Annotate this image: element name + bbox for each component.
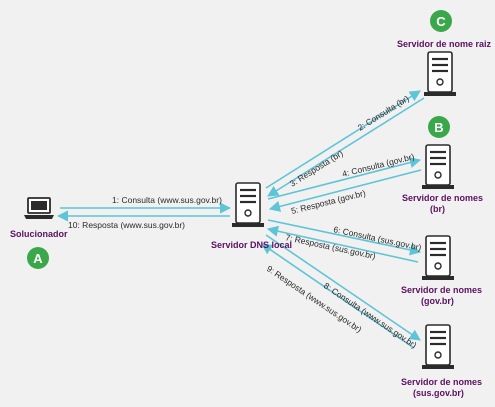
- badge-b: B: [428, 116, 450, 138]
- badge-c: C: [430, 10, 452, 32]
- message-5: 5: Resposta (gov.br): [290, 188, 367, 216]
- arrow-2: [265, 90, 421, 189]
- message-10: 10: Resposta (www.sus.gov.br): [68, 220, 185, 230]
- server-icon: [230, 181, 266, 229]
- arrow-9: [261, 243, 415, 349]
- svg-text:A: A: [33, 251, 43, 266]
- laptop-icon: [24, 197, 54, 219]
- server-icon: [420, 234, 456, 282]
- br-server-label-line1: Servidor de nomes: [402, 193, 483, 203]
- resolver-label: Solucionador: [10, 229, 68, 239]
- local-dns-label: Servidor DNS local: [211, 240, 292, 250]
- message-2: 2: Consulta (br): [356, 93, 411, 133]
- arrow-7: [266, 225, 419, 263]
- arrow-5: [268, 169, 422, 212]
- gov-br-server-label-line1: Servidor de nomes: [401, 285, 482, 295]
- svg-text:C: C: [436, 14, 446, 29]
- svg-text:B: B: [434, 120, 443, 135]
- sus-gov-br-server-label-line1: Servidor de nomes: [401, 377, 482, 387]
- arrow-8: [265, 234, 421, 341]
- sus-gov-br-server-label-line2: (sus.gov.br): [413, 388, 464, 398]
- arrow-4: [267, 157, 422, 200]
- server-icon: [420, 323, 456, 371]
- message-1: 1: Consulta (www.sus.gov.br): [112, 195, 222, 205]
- server-icon: [422, 50, 458, 98]
- root-server-label: Servidor de nome raiz: [397, 39, 492, 49]
- badge-a: A: [27, 247, 49, 269]
- server-icon: [420, 143, 456, 191]
- arrow-6: [267, 219, 422, 256]
- gov-br-server-label-line2: (gov.br): [421, 296, 454, 306]
- br-server-label-line2: (br): [430, 204, 445, 214]
- arrow-3: [267, 97, 425, 197]
